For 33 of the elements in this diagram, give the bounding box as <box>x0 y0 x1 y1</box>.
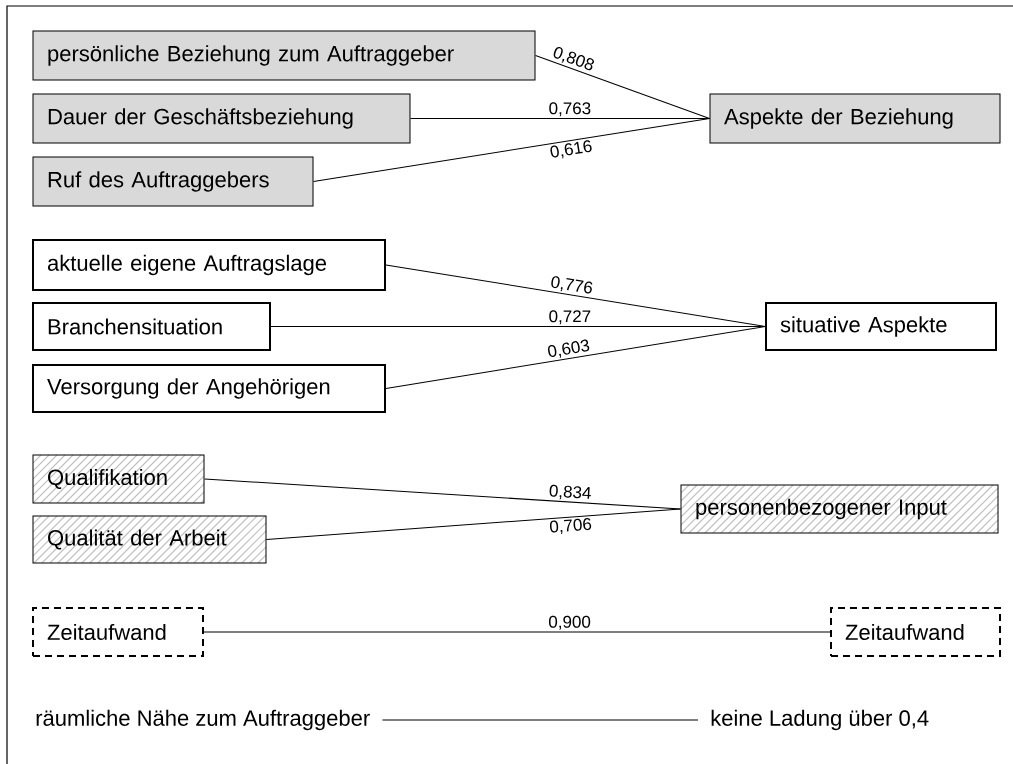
factor-box: Qualität der Arbeit <box>32 515 267 564</box>
factor-box: Dauer der Geschäftsbeziehung <box>32 93 411 144</box>
factor-box: persönliche Beziehung zum Auftraggeber <box>32 30 536 81</box>
loading-label: 0,603 <box>548 339 590 358</box>
loading-label: 0,763 <box>549 102 591 117</box>
connector-line <box>385 326 766 389</box>
loading-label: 0,776 <box>551 276 593 294</box>
loading-label: 0,727 <box>549 310 591 325</box>
connector-line <box>535 55 710 119</box>
factor-text: keine Ladung über 0,4 <box>711 709 929 731</box>
loading-label: 0,900 <box>549 615 591 630</box>
connector-line <box>266 508 681 540</box>
loading-label: 0,834 <box>549 484 591 500</box>
factor-box: Zeitaufwand <box>32 607 204 657</box>
loading-label: 0,808 <box>553 46 595 71</box>
connector-line <box>203 631 831 633</box>
factor-box: Qualifikation <box>32 454 205 504</box>
factor-text: räumliche Nähe zum Auftraggeber <box>36 709 370 731</box>
factor-box: Zeitaufwand <box>830 607 1001 657</box>
connector-line <box>204 478 681 510</box>
factor-box: personenbezogener Input <box>680 484 999 534</box>
factor-box: Aspekte der Beziehung <box>709 93 1001 144</box>
connector-line <box>410 118 710 119</box>
loading-label: 0,706 <box>549 518 592 535</box>
connector-line <box>385 264 766 327</box>
factor-box: aktuelle eigene Auftragslage <box>32 239 386 291</box>
connector-line <box>381 719 699 721</box>
factor-box: Versorgung der Angehörigen <box>32 364 386 413</box>
factor-box: situative Aspekte <box>765 302 997 351</box>
connector-line <box>313 118 710 182</box>
factor-box: Branchensituation <box>32 302 271 351</box>
loading-label: 0,616 <box>550 140 592 159</box>
factor-box: Ruf des Auftraggebers <box>32 156 314 207</box>
